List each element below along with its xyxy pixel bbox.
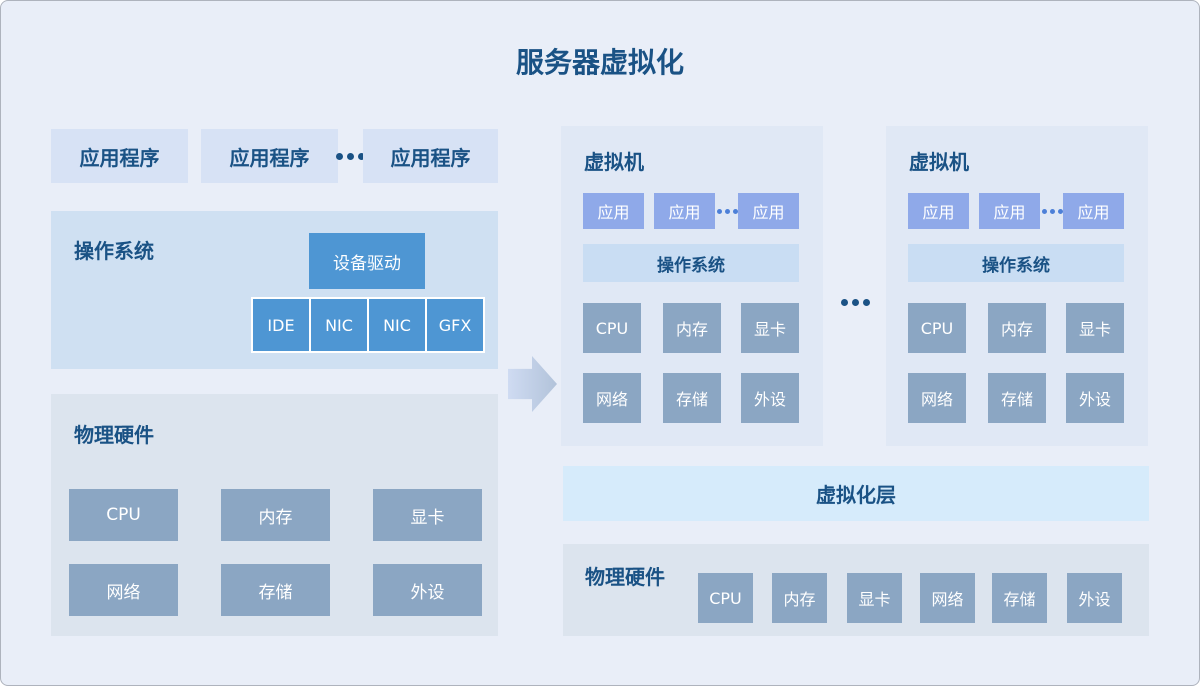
- vm-hw-network: 网络: [908, 373, 966, 423]
- hw-item-gpu: 显卡: [373, 489, 482, 541]
- vm-app-box-3: 应用: [738, 193, 799, 229]
- hw-item-gpu: 显卡: [847, 573, 902, 623]
- device-cell-nic1: NIC: [311, 299, 367, 351]
- hw-item-memory: 内存: [221, 489, 330, 541]
- hw-item-cpu: CPU: [698, 573, 753, 623]
- hw-item-network: 网络: [920, 573, 975, 623]
- vm-panel-1: 虚拟机 应用 应用 应用 操作系统 CPU 内存 显卡 网络 存储 外设: [561, 126, 823, 446]
- device-cell-gfx: GFX: [427, 299, 483, 351]
- hw-item-storage: 存储: [221, 564, 330, 616]
- bottom-physical-hardware-bar: 物理硬件 CPU 内存 显卡 网络 存储 外设: [563, 544, 1149, 636]
- device-cell-ide: IDE: [253, 299, 309, 351]
- hw-item-network: 网络: [69, 564, 178, 616]
- vm-os-bar: 操作系统: [583, 244, 799, 282]
- device-cell-nic2: NIC: [369, 299, 425, 351]
- virtualization-layer-bar: 虚拟化层: [563, 466, 1149, 521]
- os-panel-label: 操作系统: [74, 239, 154, 263]
- bottom-hardware-label: 物理硬件: [585, 565, 665, 589]
- vm-label: 虚拟机: [909, 150, 969, 174]
- vm-hw-cpu: CPU: [583, 303, 641, 353]
- page-title: 服务器虚拟化: [515, 46, 684, 79]
- hw-item-cpu: CPU: [69, 489, 178, 541]
- vm-hw-memory: 内存: [988, 303, 1046, 353]
- hw-item-memory: 内存: [772, 573, 827, 623]
- vm-hw-gpu: 显卡: [741, 303, 799, 353]
- vm-hw-storage: 存储: [663, 373, 721, 423]
- vm-app-box-1: 应用: [908, 193, 969, 229]
- app-program-box-3: 应用程序: [363, 129, 498, 183]
- physical-hardware-panel: 物理硬件 CPU 内存 显卡 网络 存储 外设: [51, 394, 498, 636]
- vm-app-box-2: 应用: [979, 193, 1040, 229]
- app-program-box-2: 应用程序: [201, 129, 338, 183]
- hw-item-peripherals: 外设: [1067, 573, 1122, 623]
- ellipsis-icon: [838, 284, 872, 320]
- ellipsis-icon: [1042, 193, 1063, 229]
- app-program-box-1: 应用程序: [51, 129, 188, 183]
- vm-app-box-3: 应用: [1063, 193, 1124, 229]
- vm-hw-network: 网络: [583, 373, 641, 423]
- hw-item-peripherals: 外设: [373, 564, 482, 616]
- physical-hardware-label: 物理硬件: [74, 423, 154, 447]
- right-arrow-icon: [508, 356, 557, 412]
- os-panel: 操作系统 设备驱动 IDE NIC NIC GFX: [51, 211, 498, 369]
- hw-item-storage: 存储: [992, 573, 1047, 623]
- vm-hw-gpu: 显卡: [1066, 303, 1124, 353]
- ellipsis-icon: [336, 129, 365, 183]
- vm-hw-peripherals: 外设: [1066, 373, 1124, 423]
- vm-os-bar: 操作系统: [908, 244, 1124, 282]
- vm-app-box-1: 应用: [583, 193, 644, 229]
- vm-hw-peripherals: 外设: [741, 373, 799, 423]
- device-driver-box: 设备驱动: [309, 233, 425, 289]
- vm-hw-storage: 存储: [988, 373, 1046, 423]
- vm-hw-cpu: CPU: [908, 303, 966, 353]
- vm-app-box-2: 应用: [654, 193, 715, 229]
- vm-hw-memory: 内存: [663, 303, 721, 353]
- device-row: IDE NIC NIC GFX: [251, 297, 485, 353]
- vm-panel-2: 虚拟机 应用 应用 应用 操作系统 CPU 内存 显卡 网络 存储 外设: [886, 126, 1148, 446]
- vm-label: 虚拟机: [584, 150, 644, 174]
- ellipsis-icon: [717, 193, 738, 229]
